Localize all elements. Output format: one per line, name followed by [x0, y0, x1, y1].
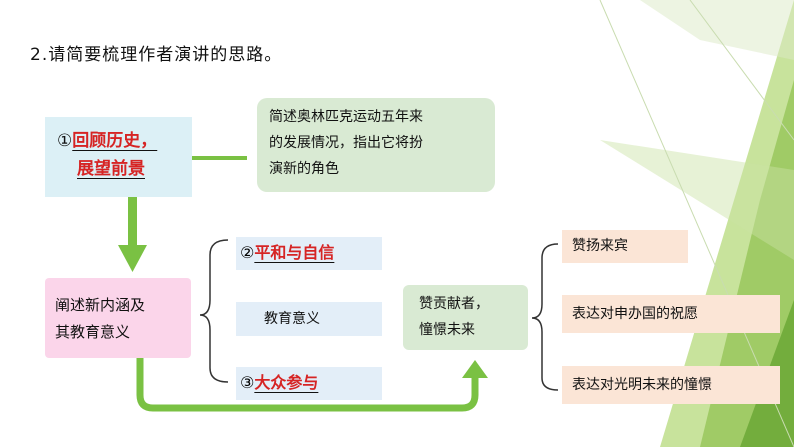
branch-public-participation: ③大众参与: [236, 367, 382, 400]
node3-line-2: 憧憬未来: [419, 322, 475, 338]
item-wish-host-country: 表达对申办国的祝愿: [562, 295, 780, 333]
node-review-history: ①回顾历史， 展望前景: [45, 117, 192, 197]
desc-line-1: 简述奥林匹克运动五年来: [269, 109, 423, 125]
right-a-text: 赞扬来宾: [572, 238, 628, 254]
node-new-connotation: 阐述新内涵及 其教育意义: [45, 278, 191, 358]
item-praise-guests: 赞扬来宾: [562, 230, 688, 263]
branch-c-number: ③: [240, 373, 255, 392]
node3-line-1: 赞贡献者，: [419, 296, 489, 312]
desc-line-2: 的发展情况，指出它将扮: [269, 135, 423, 151]
branch-b-text: 教育意义: [264, 311, 320, 327]
node1-line1: 回顾历史，: [72, 131, 158, 151]
right-c-text: 表达对光明未来的憧憬: [572, 377, 712, 393]
branch-c-text: 大众参与: [254, 373, 319, 392]
node1-number: ①: [57, 131, 73, 151]
branch-a-text: 平和与自信: [254, 243, 335, 262]
branch-a-number: ②: [240, 243, 255, 262]
question-title: 2.请简要梳理作者演讲的思路。: [30, 45, 283, 65]
node2-line-1: 阐述新内涵及: [55, 296, 146, 314]
node-history-description: 简述奥林匹克运动五年来 的发展情况，指出它将扮 演新的角色: [257, 98, 495, 192]
node1-line2: 展望前景: [77, 159, 145, 179]
node2-line-2: 其教育意义: [55, 323, 131, 341]
node-praise-contributors: 赞贡献者， 憧憬未来: [403, 285, 528, 350]
branch-education-meaning: 教育意义: [236, 302, 382, 336]
branch-calm-confidence: ②平和与自信: [236, 237, 382, 270]
item-bright-future: 表达对光明未来的憧憬: [562, 366, 780, 404]
desc-line-3: 演新的角色: [269, 161, 339, 177]
right-b-text: 表达对申办国的祝愿: [572, 306, 698, 322]
